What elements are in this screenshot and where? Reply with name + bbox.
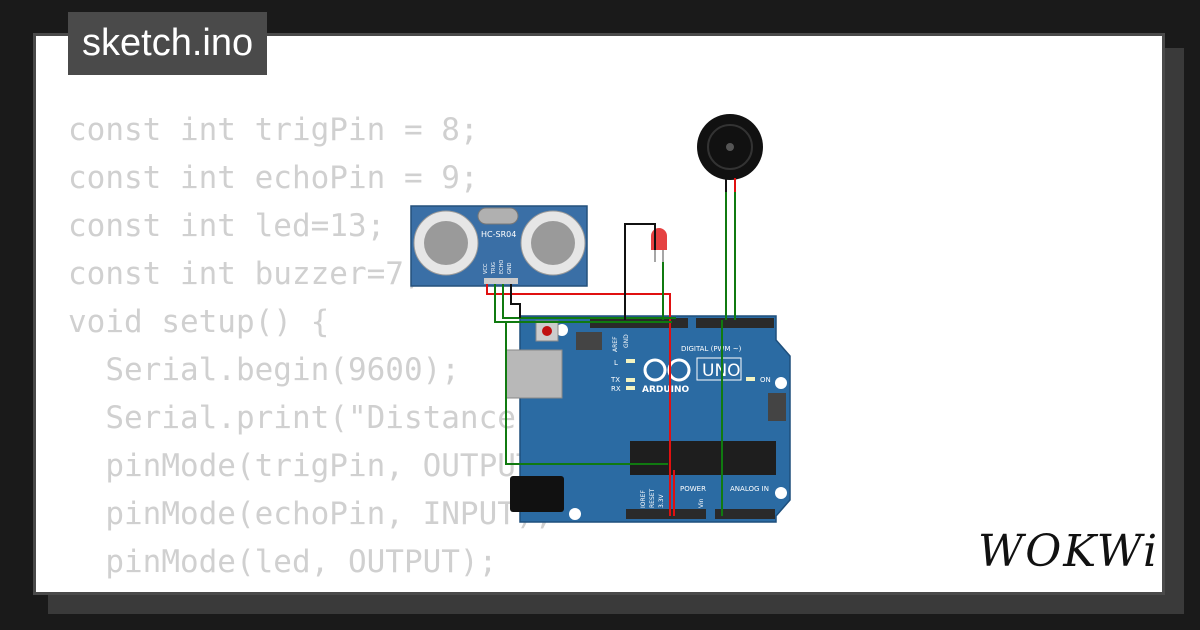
code-line: const int led=13; — [68, 208, 386, 244]
code-line: void setup() { — [68, 304, 330, 340]
code-line: const int trigPin = 8; — [68, 112, 479, 148]
code-line: pinMode(trigPin, OUTPUT); — [68, 448, 572, 484]
file-tab[interactable]: sketch.ino — [68, 12, 268, 75]
code-line: pinMode(buzzer, OUTPUT); — [68, 586, 572, 592]
code-line: const int buzzer=7; — [68, 256, 423, 292]
code-line: Serial.begin(9600); — [68, 352, 460, 388]
code-line: Serial.print("Distance — [68, 400, 516, 436]
code-line: pinMode(led, OUTPUT); — [68, 544, 498, 580]
code-line: const int echoPin = 9; — [68, 160, 479, 196]
wokwi-logo[interactable]: WOKWi — [978, 526, 1160, 577]
code-editor[interactable]: const int trigPin = 8; const int echoPin … — [68, 106, 572, 592]
editor-card: const int trigPin = 8; const int echoPin … — [33, 33, 1165, 595]
code-line: pinMode(echoPin, INPUT); — [68, 496, 554, 532]
